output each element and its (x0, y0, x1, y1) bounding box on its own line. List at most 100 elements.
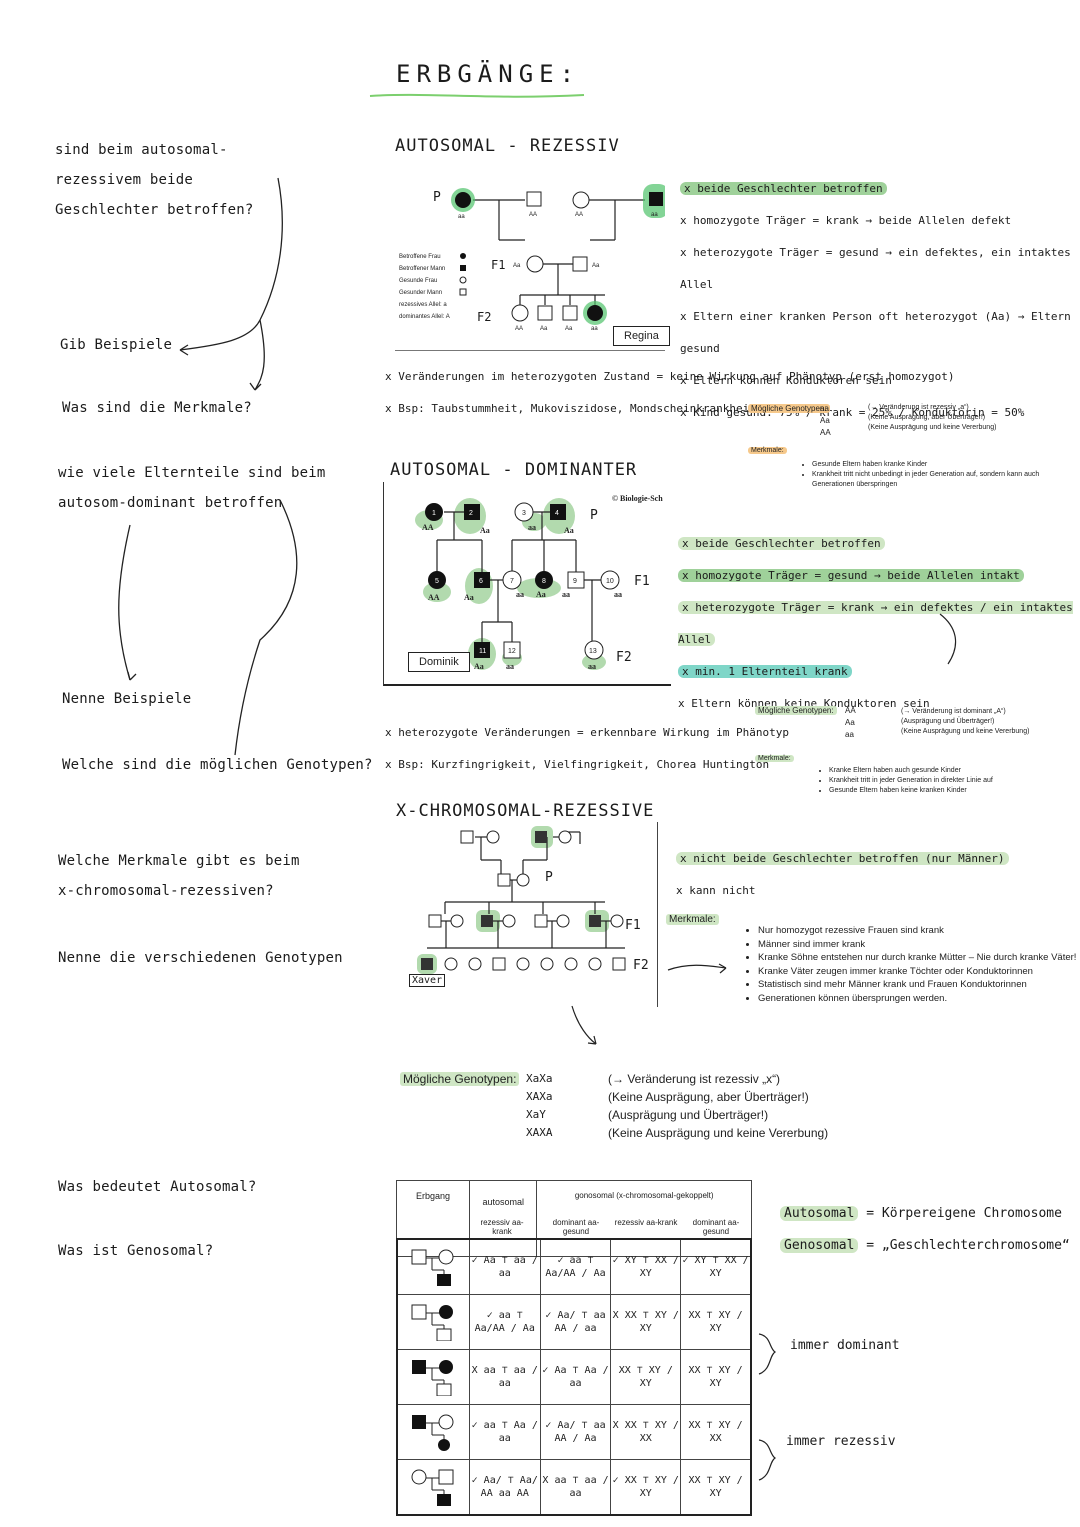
ad-credit: © Biologie-Sch (612, 494, 663, 503)
table-cell: ✓ Aa/ ⊤ aa AA / Aa (539, 1404, 612, 1460)
ar-person-name: Regina (613, 326, 670, 346)
xr-merkmale-label: Merkmale: (666, 914, 719, 925)
xr-merkmal-4: Kranke Väter zeugen immer kranke Töchter… (758, 965, 1078, 979)
xr-genotype-2: XAXa (526, 1090, 553, 1103)
svg-text:rezessives Allel: a: rezessives Allel: a (399, 302, 447, 308)
ad-p-label: P (590, 508, 598, 523)
ad-genotypes-label: Mögliche Genotypen: (755, 706, 837, 715)
svg-text:Aa: Aa (564, 526, 574, 535)
ar-genotype-3: AA (820, 428, 831, 437)
ad-genotype-2: Aa (845, 718, 855, 727)
xr-merkmal-6: Generationen können übersprungen werden. (758, 992, 1078, 1006)
xr-merkmal-3: Kranke Söhne entstehen nur durch kranke … (758, 951, 1078, 965)
xr-note-1-wrap: x nicht beide Geschlechter betroffen (nu… (676, 852, 1009, 865)
page-title: ERBGÄNGE: (396, 60, 581, 88)
xr-f1-label: F1 (625, 918, 641, 933)
table-row: ✓ Aa/ ⊤ Aa/ AA aa AA X aa ⊤ aa / aa ✓ XX… (396, 1459, 752, 1516)
xr-genotypes-block: Mögliche Genotypen: XaXa XAXa XaY XAXA (400, 1070, 600, 1139)
xr-genotype-note-2: (Keine Ausprägung, aber Überträger!) (608, 1090, 809, 1104)
ad-merkmale-block: Merkmale: Kranke Eltern haben auch gesun… (755, 754, 1075, 796)
ad-genotype-note-1: (→ Veränderung ist dominant „A“) (901, 708, 1006, 715)
definition-2-text: = „Geschlechterchromosome“ (866, 1238, 1070, 1253)
ar-note-3: x heterozygote Träger = gesund → ein def… (680, 246, 1071, 291)
pedigree-cell (396, 1459, 470, 1516)
svg-text:aa: aa (516, 590, 524, 599)
ad-merkmale-label: Merkmale: (755, 755, 794, 762)
xr-merkmal-1: Nur homozygot rezessive Frauen sind kran… (758, 924, 1078, 938)
svg-text:3: 3 (522, 510, 526, 517)
ad-genotypes-block: Mögliche Genotypen: AA Aa aa (→ Veränder… (755, 705, 1075, 745)
question-2: Gib Beispiele (60, 337, 173, 353)
ar-heading: AUTOSOMAL - REZESSIV (395, 136, 620, 156)
ad-genotype-1: AA (845, 706, 856, 715)
xr-merkmale-block: Merkmale: Nur homozygot rezessive Frauen… (666, 914, 1078, 1005)
xr-genotype-note-1: (→ Veränderung ist rezessiv „x“) (608, 1072, 781, 1086)
table-subheader-4: dominant aa-gesund (692, 1218, 740, 1236)
xr-person-name: Xaver (409, 974, 446, 987)
question-10: Was ist Genosomal? (58, 1243, 214, 1259)
svg-text:1: 1 (432, 510, 436, 517)
question-7: Welche Merkmale gibt es beim x-chromosom… (58, 853, 300, 899)
svg-text:AA: AA (428, 593, 440, 602)
svg-text:10: 10 (606, 578, 614, 585)
table-cell: X aa ⊤ aa / aa (539, 1459, 612, 1516)
ar-merkmale-label: Merkmale: (748, 447, 787, 454)
svg-text:Aa: Aa (480, 526, 490, 535)
xr-pedigree-svg (417, 826, 626, 974)
table-cell: ✓ XY ⊤ XX / XY (610, 1238, 682, 1295)
question-8: Nenne die verschiedenen Genotypen (58, 950, 343, 966)
ar-genotype-2: Aa (820, 416, 830, 425)
svg-text:8: 8 (542, 578, 546, 585)
svg-text:aa: aa (458, 214, 465, 220)
svg-text:aa: aa (562, 590, 570, 599)
table-cell: ✓ aa ⊤ Aa/AA / Aa (539, 1238, 612, 1295)
table-subheader-2: dominant aa-gesund (552, 1218, 600, 1236)
xr-genotype-notes: (→ Veränderung ist rezessiv „x“) (Keine … (608, 1070, 828, 1142)
table-cell: ✓ XY ⊤ XX / XY (680, 1238, 752, 1295)
xr-genotype-note-3: (Ausprägung und Überträger!) (608, 1108, 769, 1122)
ar-genotype-note-1: (→ Veränderung ist rezessiv „a“) (868, 404, 969, 411)
svg-text:AA: AA (515, 326, 523, 332)
svg-text:Aa: Aa (565, 326, 573, 332)
bracket-marks (758, 1333, 777, 1481)
definition-1: Autosomal = Körpereigene Chromosome (780, 1206, 1062, 1221)
ad-note-1: x beide Geschlechter betroffen (678, 537, 885, 550)
ar-note-5: x Eltern können Konduktoren sein (680, 374, 892, 387)
ad-arrow (939, 613, 957, 665)
svg-text:5: 5 (435, 578, 439, 585)
ar-examples: x Bsp: Taubstummheit, Mukoviszidose, Mon… (385, 402, 756, 415)
pedigree-cell (396, 1404, 470, 1460)
xr-f2-label: F2 (633, 958, 649, 973)
ar-merkmal-2: Krankheit tritt nicht unbedingt in jeder… (812, 470, 1068, 490)
table-cell: XX ⊤ XY / XY (680, 1294, 752, 1350)
definition-1-term: Autosomal (780, 1206, 859, 1221)
pedigree-cell (396, 1294, 470, 1350)
ad-merkmal-2: Krankheit tritt in jeder Generation in d… (829, 776, 1075, 786)
ad-heading: AUTOSOMAL - DOMINANTER (390, 460, 638, 480)
xr-genotype-4: XAXA (526, 1126, 553, 1139)
xr-pedigree: P F1 F2 Xaver (395, 822, 658, 1007)
question-6: Welche sind die möglichen Genotypen? (62, 757, 373, 773)
svg-text:aa: aa (506, 662, 514, 671)
table-cell: ✓ XX ⊤ XY / XY (610, 1459, 682, 1516)
table-subheader-3: rezessiv aa-krank (614, 1218, 678, 1227)
bracket-note-2: immer rezessiv (786, 1434, 896, 1449)
definition-1-text: = Körpereigene Chromosome (866, 1206, 1062, 1221)
svg-text:Aa: Aa (592, 263, 600, 269)
table-cell: ✓ Aa/ ⊤ aa AA / aa (539, 1294, 612, 1350)
table-cell: X XX ⊤ XY / XX (610, 1404, 682, 1460)
svg-text:2: 2 (469, 510, 473, 517)
svg-text:AA: AA (575, 212, 583, 218)
table-cell: ✓ Aa ⊤ Aa / aa (539, 1349, 612, 1405)
ar-change-note: x Veränderungen im heterozygoten Zustand… (385, 370, 955, 383)
xr-merkmal-5: Statistisch sind mehr Männer krank und F… (758, 978, 1078, 992)
ad-note-5: x Eltern können keine Konduktoren sein (678, 697, 930, 710)
svg-text:Gesunder Mann: Gesunder Mann (399, 290, 442, 296)
svg-text:aa: aa (588, 662, 596, 671)
svg-text:Aa: Aa (540, 326, 548, 332)
svg-text:6: 6 (479, 578, 483, 585)
